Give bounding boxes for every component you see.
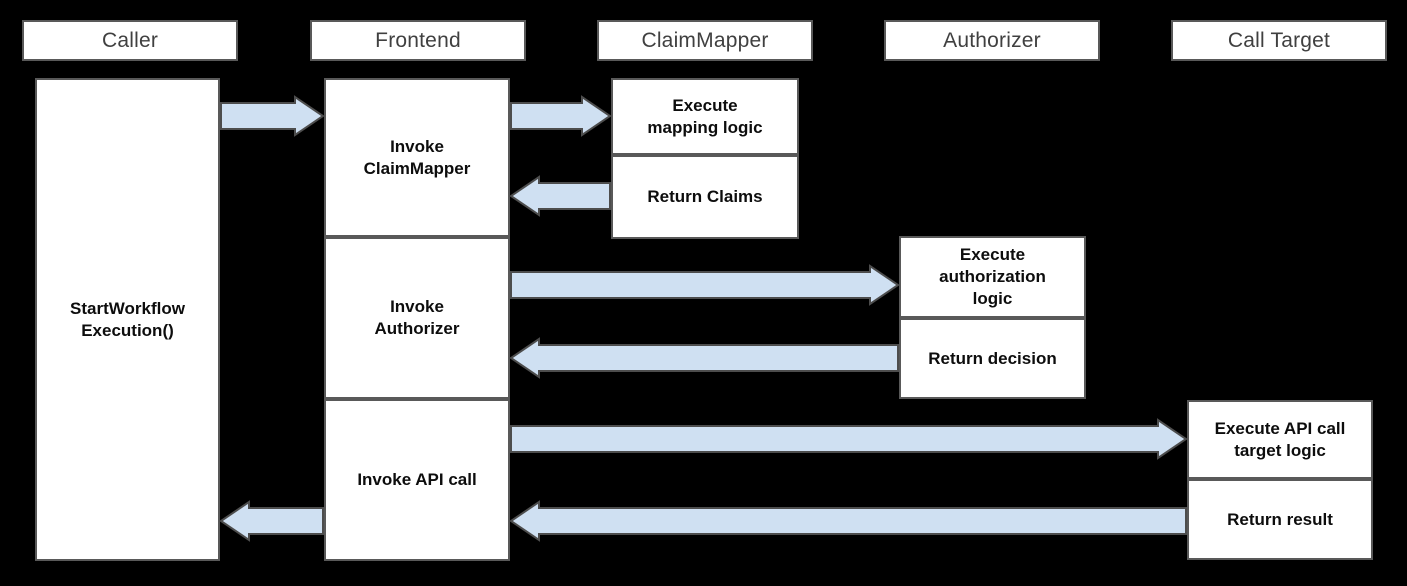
activation-label: Execute authorization logic [939, 245, 1046, 308]
arrow-claimmapper-to-frontend[interactable] [509, 175, 611, 217]
activation-label: Invoke ClaimMapper [363, 136, 471, 178]
activation-label: Invoke API call [357, 470, 477, 490]
activation-fe-invoke-mapper[interactable]: Invoke ClaimMapper [324, 78, 510, 237]
lane-header-caller[interactable]: Caller [22, 20, 238, 61]
activation-label: Invoke Authorizer [374, 297, 460, 338]
activation-label: Return decision [928, 348, 1057, 368]
activation-az-return-decision[interactable]: Return decision [899, 318, 1086, 399]
activation-label: Return Claims [647, 187, 763, 207]
lane-header-calltarget[interactable]: Call Target [1171, 20, 1387, 61]
activation-fe-invoke-api[interactable]: Invoke API call [324, 399, 510, 561]
activation-cm-return-claims[interactable]: Return Claims [611, 155, 799, 239]
activation-label: Return result [1227, 509, 1333, 529]
arrow-frontend-to-claimmapper[interactable] [510, 95, 612, 137]
arrow-caller-to-frontend[interactable] [220, 95, 325, 137]
arrow-frontend-to-caller[interactable] [219, 500, 324, 542]
activation-label: Execute mapping logic [647, 95, 763, 137]
activation-az-execute-authz[interactable]: Execute authorization logic [899, 236, 1086, 318]
arrow-frontend-to-authorizer[interactable] [510, 264, 900, 306]
activation-ct-return-result[interactable]: Return result [1187, 479, 1373, 560]
activation-cm-execute-mapping[interactable]: Execute mapping logic [611, 78, 799, 155]
activation-caller-start[interactable]: StartWorkflow Execution() [35, 78, 220, 561]
arrow-authorizer-to-frontend[interactable] [509, 337, 899, 379]
arrow-frontend-to-calltarget[interactable] [510, 418, 1188, 460]
lane-header-frontend[interactable]: Frontend [310, 20, 526, 61]
lane-header-authorizer[interactable]: Authorizer [884, 20, 1100, 61]
lane-header-claimmapper[interactable]: ClaimMapper [597, 20, 813, 61]
arrow-calltarget-to-frontend[interactable] [509, 500, 1187, 542]
activation-label: Execute API call target logic [1214, 418, 1346, 460]
activation-label: StartWorkflow Execution() [70, 298, 185, 340]
activation-ct-execute-api[interactable]: Execute API call target logic [1187, 400, 1373, 479]
activation-fe-invoke-authz[interactable]: Invoke Authorizer [324, 237, 510, 399]
